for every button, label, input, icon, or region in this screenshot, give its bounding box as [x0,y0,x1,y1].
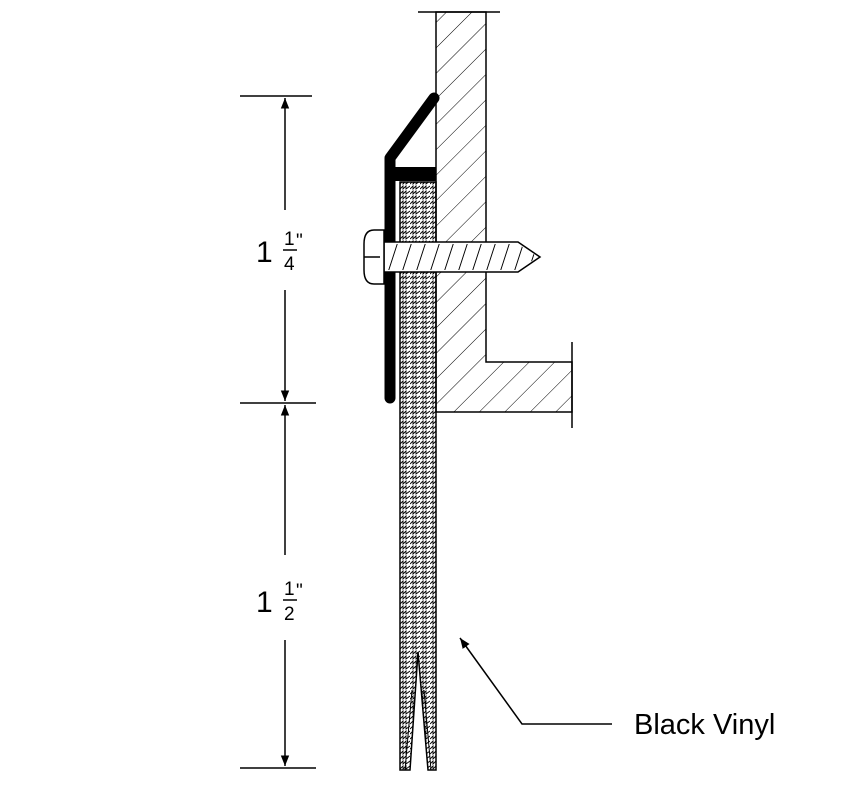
lower-dim-unit: " [296,581,303,602]
dimension-lines [240,95,316,769]
lower-dim-denominator: 2 [284,604,295,625]
door-section [418,11,573,428]
upper-dim-numerator: 1 [284,229,295,250]
vinyl-insert [399,181,437,771]
lower-dimension-label: 1 1 2 " [256,579,303,625]
upper-dim-whole: 1 [256,236,273,269]
retainer-profile [384,92,440,404]
screw [363,229,542,285]
upper-dim-denominator: 4 [284,254,295,275]
upper-dim-unit: " [296,231,303,252]
lower-dim-whole: 1 [256,586,273,619]
upper-dimension-label: 1 1 4 " [256,229,303,275]
black-vinyl-callout: Black Vinyl [459,637,775,741]
lower-dim-numerator: 1 [284,579,295,600]
callout-label: Black Vinyl [634,709,775,741]
callout-leader-line [459,637,612,725]
